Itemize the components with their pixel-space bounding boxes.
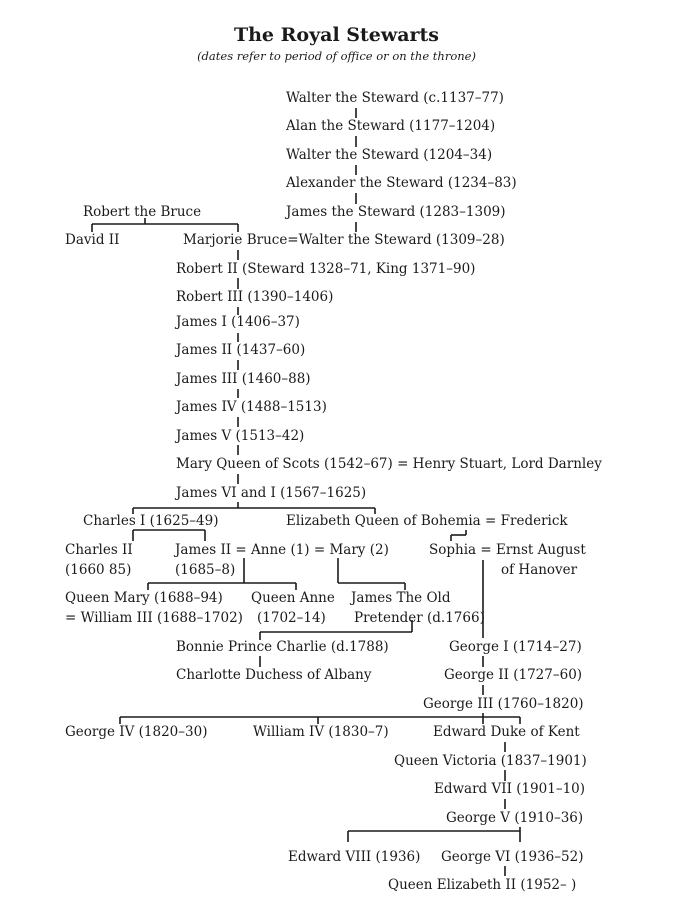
person-edward-8: Edward VIII (1936) <box>288 849 421 865</box>
person-james-steward: James the Steward (1283–1309) <box>286 204 506 220</box>
person-elizabeth-bohemia: Elizabeth Queen of Bohemia = Frederick <box>286 513 568 529</box>
person-charles-2-dates: (1660 85) <box>65 562 132 578</box>
person-robert-bruce: Robert the Bruce <box>83 204 202 220</box>
person-robert-3: Robert III (1390–1406) <box>176 289 334 305</box>
person-queen-anne: Queen Anne <box>251 590 335 606</box>
person-walter-steward-1: Walter the Steward (c.1137–77) <box>286 90 504 106</box>
person-old-pretender-dates: Pretender (d.1766) <box>354 610 485 626</box>
person-queen-anne-dates: (1702–14) <box>257 610 326 626</box>
person-edward-7: Edward VII (1901–10) <box>434 781 586 797</box>
page-subtitle: (dates refer to period of office or on t… <box>197 49 476 63</box>
person-james-2-england: James II = Anne (1) = Mary (2) <box>175 542 389 558</box>
page-title: The Royal Stewarts <box>233 24 440 46</box>
person-bonnie-prince-charlie: Bonnie Prince Charlie (d.1788) <box>176 639 389 655</box>
person-james-3: James III (1460–88) <box>176 371 311 387</box>
person-queen-victoria: Queen Victoria (1837–1901) <box>394 753 587 769</box>
person-james-5: James V (1513–42) <box>176 428 305 444</box>
person-george-1: George I (1714–27) <box>449 639 582 655</box>
person-george-2: George II (1727–60) <box>444 667 583 683</box>
person-charles-2: Charles II <box>65 542 133 558</box>
person-james-4: James IV (1488–1513) <box>176 399 327 415</box>
person-james-6: James VI and I (1567–1625) <box>176 485 367 501</box>
person-charles-1: Charles I (1625–49) <box>83 513 219 529</box>
person-george-3: George III (1760–1820) <box>423 696 584 712</box>
person-alan-steward: Alan the Steward (1177–1204) <box>286 118 496 134</box>
person-charlotte-albany: Charlotte Duchess of Albany <box>176 667 372 683</box>
person-robert-2: Robert II (Steward 1328–71, King 1371–90… <box>176 261 476 277</box>
person-alexander-steward: Alexander the Steward (1234–83) <box>286 175 517 191</box>
person-sophia: Sophia = Ernst August <box>429 542 586 558</box>
person-james-2-england-dates: (1685–8) <box>175 562 236 578</box>
person-marjorie-walter: Marjorie Bruce=Walter the Steward (1309–… <box>183 232 505 248</box>
person-george-6: George VI (1936–52) <box>441 849 584 865</box>
person-edward-duke-of-kent: Edward Duke of Kent <box>433 724 580 740</box>
person-william-4: William IV (1830–7) <box>253 724 389 740</box>
person-james-1: James I (1406–37) <box>176 314 300 330</box>
person-sophia-hanover: of Hanover <box>501 562 578 578</box>
person-walter-steward-2: Walter the Steward (1204–34) <box>286 147 493 163</box>
person-queen-mary: Queen Mary (1688–94) <box>65 590 223 606</box>
person-george-5: George V (1910–36) <box>446 810 584 826</box>
person-david-2: David II <box>65 232 120 248</box>
person-queen-elizabeth-2: Queen Elizabeth II (1952– ) <box>388 877 577 893</box>
person-george-4: George IV (1820–30) <box>65 724 208 740</box>
person-william-3: = William III (1688–1702) <box>65 610 243 626</box>
person-james-2: James II (1437–60) <box>176 342 306 358</box>
person-mary-queen-of-scots: Mary Queen of Scots (1542–67) = Henry St… <box>176 456 602 472</box>
person-old-pretender: James The Old <box>351 590 451 606</box>
